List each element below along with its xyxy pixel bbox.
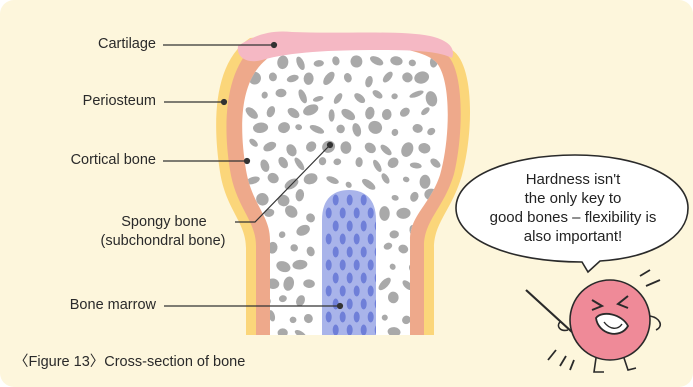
marrow-cell — [333, 325, 339, 336]
bubble-line: the only key to — [462, 189, 684, 208]
bubble-line: Hardness isn't — [462, 170, 684, 189]
label-cartilage: Cartilage — [40, 36, 156, 53]
figure-caption: 〈Figure 13〉Cross-section of bone — [14, 350, 245, 371]
marrow-cell — [347, 247, 353, 258]
marrow-cell — [333, 195, 339, 206]
marrow-cell — [326, 260, 332, 271]
marrow-cell — [354, 286, 360, 297]
marrow-cell — [368, 286, 374, 297]
spongy-bone-pore — [379, 206, 389, 221]
marrow-cell — [340, 208, 346, 219]
marrow-cell — [347, 273, 353, 284]
mascot — [526, 270, 660, 372]
marrow-cell — [340, 260, 346, 271]
marrow-cell — [340, 286, 346, 297]
label-spongy-bone: Spongy bone — [101, 214, 227, 231]
marrow-cell — [326, 208, 332, 219]
marrow-cell — [354, 260, 360, 271]
speech-bubble-text: Hardness isn't the only key to good bone… — [462, 170, 684, 246]
marrow-cell — [326, 234, 332, 245]
bubble-line: good bones – flexibility is — [462, 208, 684, 227]
bubble-line: also important! — [462, 227, 684, 246]
marrow-cell — [347, 195, 353, 206]
marrow-cell — [340, 312, 346, 323]
marrow-cell — [368, 234, 374, 245]
marrow-cell — [368, 312, 374, 323]
spongy-bone-pore — [329, 109, 335, 121]
marrow-cell — [354, 208, 360, 219]
label-cortical-bone: Cortical bone — [30, 152, 156, 169]
marrow-cell — [333, 247, 339, 258]
marrow-cell — [333, 221, 339, 232]
label-periosteum: Periosteum — [40, 93, 156, 110]
marrow-cell — [326, 286, 332, 297]
marrow-cell — [347, 221, 353, 232]
marrow-cell — [340, 234, 346, 245]
marrow-cell — [361, 221, 367, 232]
marrow-cell — [347, 299, 353, 310]
marrow-cell — [347, 325, 353, 336]
label-bone-marrow: Bone marrow — [30, 297, 156, 314]
marrow-cell — [333, 273, 339, 284]
marrow-cell — [361, 325, 367, 336]
marrow-cell — [361, 247, 367, 258]
marrow-cell — [361, 273, 367, 284]
marrow-cell — [361, 299, 367, 310]
label-subchondral-bone: (subchondral bone) — [88, 233, 238, 250]
marrow-cell — [368, 208, 374, 219]
marrow-cell — [354, 312, 360, 323]
marrow-cell — [361, 195, 367, 206]
marrow-cell — [368, 260, 374, 271]
mascot-pointer-stick — [526, 290, 572, 332]
marrow-cell — [326, 312, 332, 323]
marrow-cell — [354, 234, 360, 245]
